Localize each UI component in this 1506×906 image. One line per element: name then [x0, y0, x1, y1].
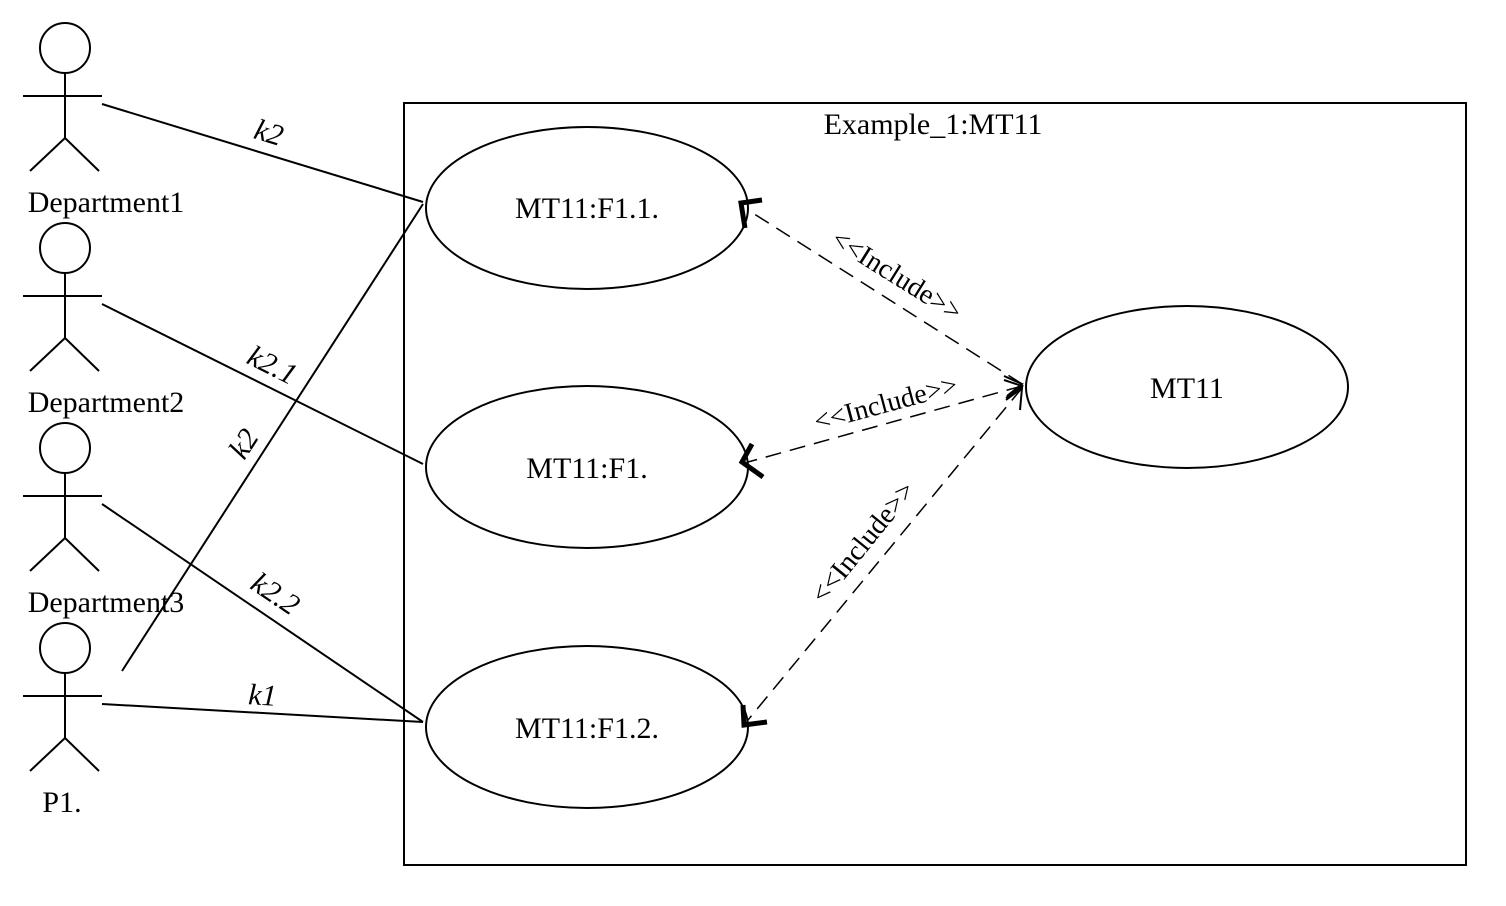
actor-label: Department2	[28, 386, 185, 419]
actor-department3[interactable]: Department3	[23, 422, 185, 619]
association-label: k1	[247, 678, 277, 712]
actor-p1[interactable]: P1.	[23, 622, 102, 819]
include-label: <<Include>>	[811, 370, 961, 438]
include-line	[747, 387, 1023, 721]
use-case-ellipse	[425, 126, 749, 290]
use-case-f1-1[interactable]: MT11:F1.1.	[425, 126, 749, 290]
include-mt11-f1-2[interactable]: <<Include>>	[740, 385, 1024, 728]
include-label: <<Include>>	[826, 224, 967, 328]
use-case-f1[interactable]: MT11:F1.	[425, 385, 749, 549]
association-label: k2.2	[245, 566, 306, 622]
include-end-arrow-icon	[1005, 385, 1024, 411]
association-line	[121, 203, 424, 672]
actor-leg-left	[29, 337, 66, 372]
association-label: k2.1	[242, 339, 302, 391]
system-title: Example_1:MT11	[824, 108, 1043, 141]
include-mt11-f1-1[interactable]: <<Include>>	[738, 197, 1024, 397]
actor-head	[39, 222, 91, 274]
include-arrow-icon	[740, 704, 768, 728]
use-case-ellipse	[425, 645, 749, 809]
association-line	[101, 103, 424, 203]
actor-head	[39, 22, 91, 74]
include-end-arrow-icon	[1003, 375, 1024, 397]
actor-leg-left	[29, 137, 66, 172]
association-p1-f1-2[interactable]: k1	[101, 678, 424, 723]
actor-head	[39, 422, 91, 474]
actor-leg-right	[64, 137, 100, 172]
association-label: k2	[250, 113, 287, 153]
use-case-f1-2[interactable]: MT11:F1.2.	[425, 645, 749, 809]
actor-leg-left	[29, 537, 66, 572]
actor-label: Department1	[28, 186, 185, 219]
actor-leg-right	[64, 537, 100, 572]
include-arrow-icon	[738, 197, 763, 229]
actor-department2[interactable]: Department2	[23, 222, 185, 419]
include-line	[747, 209, 1023, 385]
actor-leg-right	[64, 737, 100, 772]
association-line	[101, 703, 424, 723]
use-case-label: MT11:F1.	[526, 452, 647, 485]
include-end-arrow-icon	[1003, 379, 1025, 399]
actor-label: Department3	[28, 586, 185, 619]
actor-leg-left	[29, 737, 66, 772]
actor-head	[39, 622, 91, 674]
use-case-label: MT11:F1.1.	[515, 192, 659, 225]
use-case-ellipse	[1025, 305, 1349, 469]
include-line	[747, 385, 1023, 463]
use-case-mt11[interactable]: MT11	[1025, 305, 1349, 469]
system-boundary	[403, 102, 1467, 866]
include-label: <<Include>>	[805, 476, 922, 610]
include-mt11-f1[interactable]: <<Include>>	[738, 370, 1025, 480]
actor-department1[interactable]: Department1	[23, 22, 185, 219]
use-case-label: MT11	[1150, 372, 1224, 405]
use-case-label: MT11:F1.2.	[515, 712, 659, 745]
association-line	[101, 303, 424, 465]
actor-leg-right	[64, 337, 100, 372]
include-arrow-icon	[738, 442, 765, 480]
association-line	[101, 503, 424, 723]
actor-label: P1.	[42, 786, 81, 819]
